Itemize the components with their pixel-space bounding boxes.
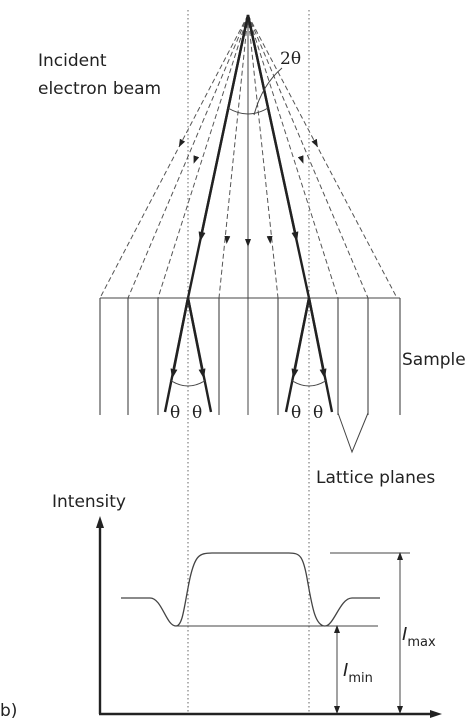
dashed-ray xyxy=(247,14,398,299)
incident-label-line2: electron beam xyxy=(38,79,161,99)
dashed-ray xyxy=(247,14,339,299)
dashed-rays xyxy=(99,14,398,299)
dashed-ray xyxy=(247,14,279,299)
inner-rays xyxy=(163,297,334,413)
theta-label: θ xyxy=(291,403,301,423)
sample-block xyxy=(99,297,401,415)
imax-label: Imax xyxy=(402,624,436,650)
lattice-planes-label: Lattice planes xyxy=(316,468,435,488)
dashed-ray xyxy=(247,14,369,299)
two-theta-leader xyxy=(253,67,283,116)
lattice-planes-pointer xyxy=(337,412,369,454)
incident-label-line1: Incident xyxy=(38,51,107,71)
theta-arc-right xyxy=(290,379,328,387)
imin-label: Imin xyxy=(343,660,373,686)
theta-label: θ xyxy=(192,403,202,423)
intensity-profile xyxy=(121,552,380,627)
two-theta-label: 2θ xyxy=(280,49,301,69)
intensity-axis-label: Intensity xyxy=(52,492,126,512)
guide-lines xyxy=(187,10,310,715)
panel-label: b) xyxy=(0,701,17,720)
theta-label: θ xyxy=(313,403,323,423)
dashed-ray xyxy=(157,14,249,299)
theta-arc-left xyxy=(169,379,207,387)
dashed-ray xyxy=(218,14,249,299)
theta-label: θ xyxy=(170,403,180,423)
sample-label: Sample xyxy=(402,350,466,370)
dashed-ray xyxy=(99,14,249,299)
two-theta-arc xyxy=(227,107,269,115)
bold-rays xyxy=(186,14,311,299)
dashed-ray xyxy=(127,14,249,299)
